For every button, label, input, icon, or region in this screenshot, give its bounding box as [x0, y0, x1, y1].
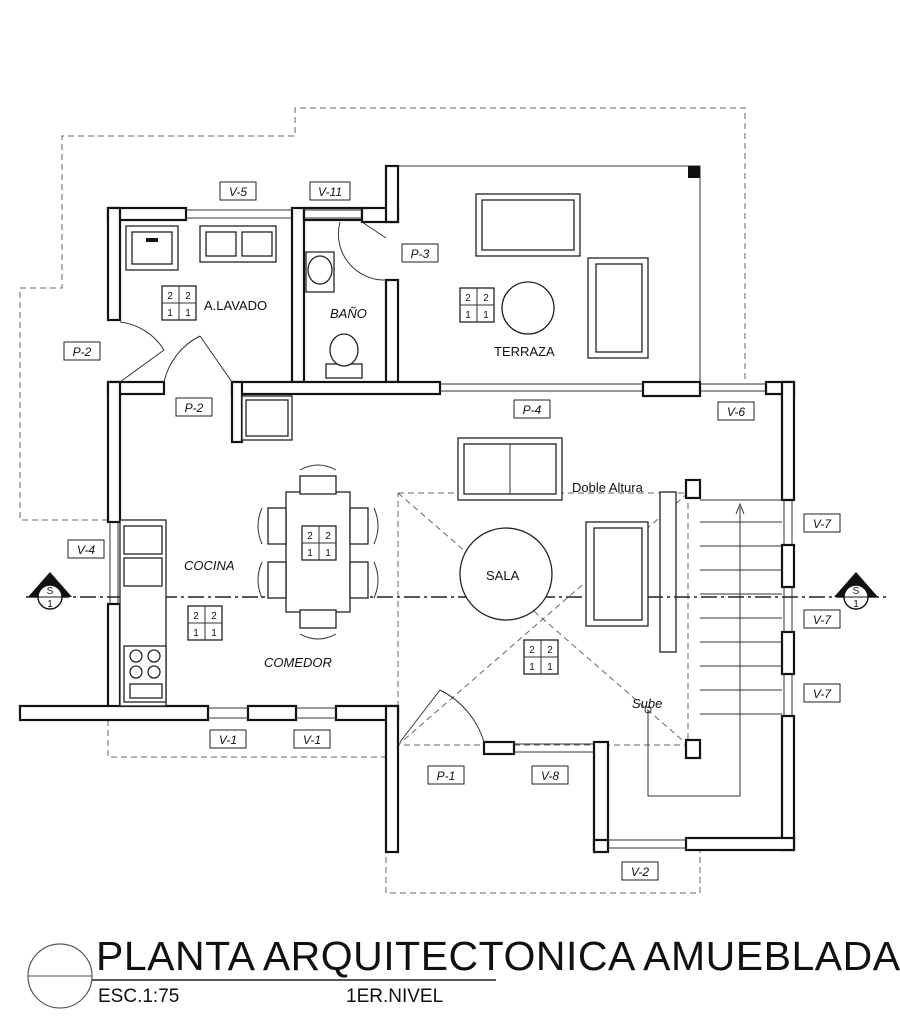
dining-table	[257, 464, 379, 640]
tag-p4: P-4	[513, 399, 551, 419]
svg-text:1: 1	[325, 548, 331, 559]
terraza-column	[688, 166, 700, 178]
svg-text:1: 1	[483, 310, 489, 321]
sube-note: Sube	[632, 696, 662, 711]
svg-text:P-1: P-1	[437, 769, 456, 783]
svg-text:V-2: V-2	[631, 865, 650, 879]
tag-p2-left: P-2	[63, 341, 101, 361]
door-swings	[119, 221, 485, 743]
svg-text:1: 1	[211, 628, 217, 639]
section-marker-left: S 1	[28, 572, 72, 610]
section-marker-right: S 1	[834, 572, 878, 610]
tag-v7-c: V-7	[803, 683, 841, 703]
laundry-furniture	[125, 225, 277, 271]
svg-text:1: 1	[853, 599, 859, 610]
room-bano: BAÑO	[330, 306, 367, 321]
svg-text:1: 1	[307, 548, 313, 559]
svg-text:1: 1	[465, 310, 471, 321]
tag-p3: P-3	[401, 243, 439, 263]
plan-scale: ESC.1:75	[98, 986, 179, 1007]
lower-overhang	[107, 700, 386, 758]
room-comedor: COMEDOR	[264, 655, 332, 670]
svg-text:P-4: P-4	[523, 403, 542, 417]
svg-text:2: 2	[547, 645, 553, 656]
tag-v8: V-8	[531, 765, 569, 785]
svg-text:2: 2	[465, 293, 471, 304]
room-terraza: TERRAZA	[494, 344, 555, 359]
tag-v7-a: V-7	[803, 513, 841, 533]
living-furniture	[457, 437, 649, 627]
svg-text:P-2: P-2	[73, 345, 92, 359]
svg-text:2: 2	[529, 645, 535, 656]
tile-symbol-lavado: 2 2 1 1	[161, 285, 197, 321]
plan-title: PLANTA ARQUITECTONICA AMUEBLADA	[96, 933, 900, 979]
svg-text:1: 1	[167, 308, 173, 319]
tag-v4: V-4	[67, 539, 105, 559]
tag-v6: V-6	[717, 401, 755, 421]
svg-text:1: 1	[193, 628, 199, 639]
svg-text:S: S	[47, 586, 54, 597]
title-block: PLANTA ARQUITECTONICA AMUEBLADA ESC.1:75…	[27, 933, 900, 1009]
staircase	[644, 491, 782, 797]
walls	[18, 164, 796, 854]
windows	[109, 209, 793, 849]
tag-v5: V-5	[219, 181, 257, 201]
svg-text:V-8: V-8	[541, 769, 560, 783]
svg-text:1: 1	[47, 599, 53, 610]
tag-v2: V-2	[621, 861, 659, 881]
tag-v1-a: V-1	[209, 729, 247, 749]
svg-text:V-1: V-1	[303, 733, 321, 747]
tag-v11: V-11	[309, 181, 351, 201]
tag-p2-inner: P-2	[175, 397, 213, 417]
svg-text:V-5: V-5	[229, 185, 248, 199]
bathroom-fixtures	[305, 251, 363, 379]
svg-text:V-4: V-4	[77, 543, 96, 557]
svg-text:P-2: P-2	[185, 401, 204, 415]
svg-text:1: 1	[529, 662, 535, 673]
svg-text:1: 1	[185, 308, 191, 319]
tag-p1: P-1	[427, 765, 465, 785]
fridge	[241, 395, 293, 441]
svg-text:V-7: V-7	[813, 613, 833, 627]
tag-v1-b: V-1	[293, 729, 331, 749]
room-lavado: A.LAVADO	[204, 298, 267, 313]
roof-outline	[19, 107, 746, 521]
svg-text:2: 2	[325, 531, 331, 542]
plan-level: 1ER.NIVEL	[346, 986, 443, 1007]
terrace-furniture	[475, 193, 649, 359]
svg-text:2: 2	[211, 611, 217, 622]
svg-text:2: 2	[483, 293, 489, 304]
svg-text:S: S	[853, 586, 860, 597]
svg-text:P-3: P-3	[411, 247, 430, 261]
room-sala: SALA	[486, 568, 520, 583]
tile-symbol-terraza: 2 2 1 1	[459, 287, 495, 323]
entrance-overhang	[385, 757, 701, 894]
svg-text:V-6: V-6	[727, 405, 746, 419]
kitchen-counter	[119, 519, 167, 707]
tag-v7-b: V-7	[803, 609, 841, 629]
svg-text:V-7: V-7	[813, 517, 833, 531]
tile-symbol-comedor: 2 2 1 1	[301, 525, 337, 561]
svg-text:V-1: V-1	[219, 733, 237, 747]
svg-text:V-11: V-11	[318, 185, 342, 199]
svg-text:V-7: V-7	[813, 687, 833, 701]
svg-text:1: 1	[547, 662, 553, 673]
doble-altura-note: Doble Altura	[572, 480, 644, 495]
svg-text:2: 2	[307, 531, 313, 542]
svg-text:2: 2	[167, 291, 173, 302]
room-cocina: COCINA	[184, 558, 235, 573]
svg-text:2: 2	[185, 291, 191, 302]
svg-text:2: 2	[193, 611, 199, 622]
tile-symbol-sala: 2 2 1 1	[523, 639, 559, 675]
tile-symbol-cocina: 2 2 1 1	[187, 605, 223, 641]
